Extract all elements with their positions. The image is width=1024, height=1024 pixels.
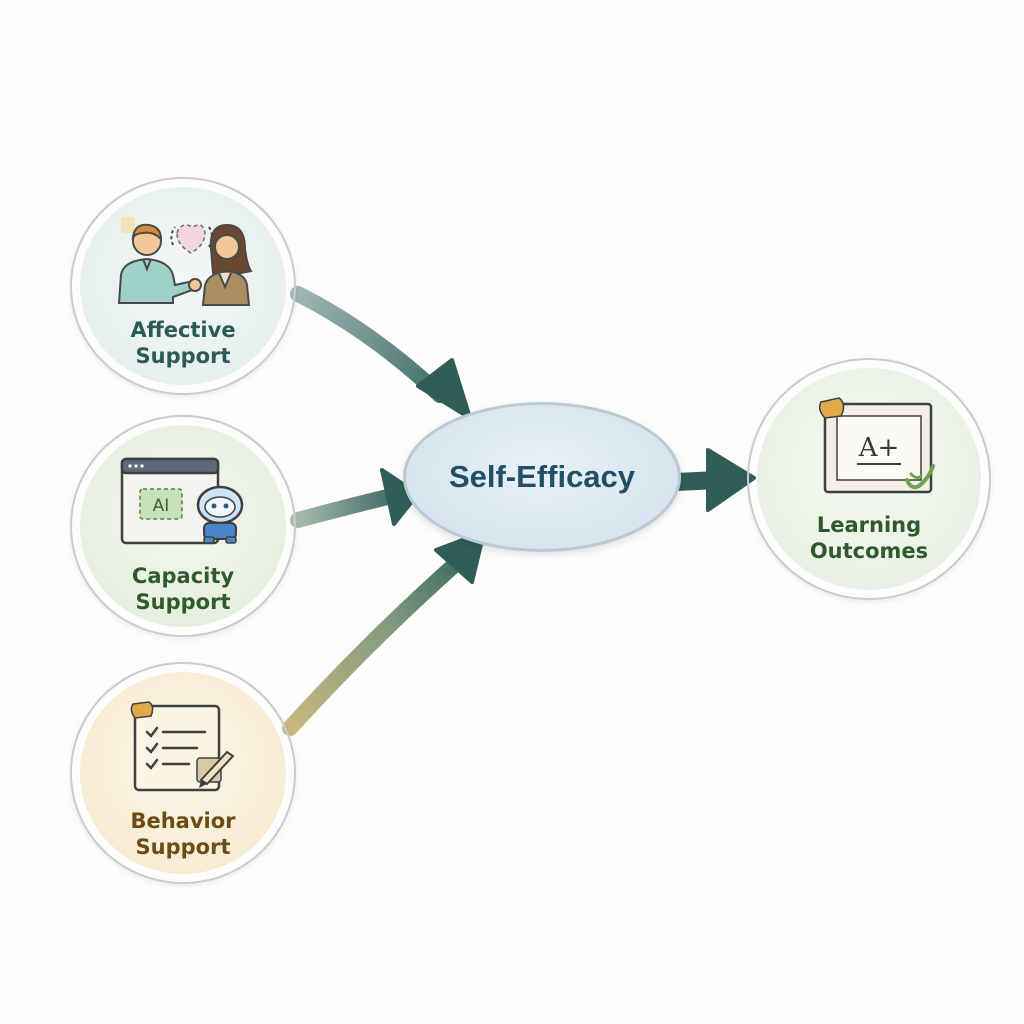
node-learning-outcomes: A+ Learning Outcomes [747,358,991,600]
ai-window-robot-icon: AI [120,457,244,545]
outcomes-label-line2: Outcomes [809,539,929,563]
checklist-pen-icon [130,701,235,792]
node-outcomes-label: Learning Outcomes [749,512,989,564]
node-affective-support: Affective Support [70,177,296,395]
self-efficacy-label: Self-Efficacy [448,459,636,494]
grade-certificate-icon: A+ [818,397,935,494]
arrow-affective-to-self-efficacy [290,286,472,420]
outcomes-label-line1: Learning [816,513,922,537]
node-capacity-label: Capacity Support [72,563,294,615]
node-affective-label: Affective Support [72,317,294,369]
node-behavior-label: Behavior Support [72,808,294,860]
affective-label-line1: Affective [130,318,236,342]
grade-text: A+ [858,433,900,463]
node-self-efficacy: Self-Efficacy [403,402,681,552]
ai-text: AI [153,496,170,516]
capacity-label-line1: Capacity [131,564,235,588]
affective-label-line2: Support [135,344,231,368]
arrow-capacity-to-self-efficacy [290,468,420,528]
node-capacity-support: AI Capacity Support [70,415,296,637]
people-conversation-icon [117,217,253,306]
arrow-behavior-to-self-efficacy [282,530,486,736]
arrow-self-efficacy-to-outcomes [667,448,756,512]
behavior-label-line1: Behavior [130,809,236,833]
behavior-label-line2: Support [135,835,231,859]
capacity-label-line2: Support [135,590,231,614]
node-behavior-support: Behavior Support [70,662,296,884]
